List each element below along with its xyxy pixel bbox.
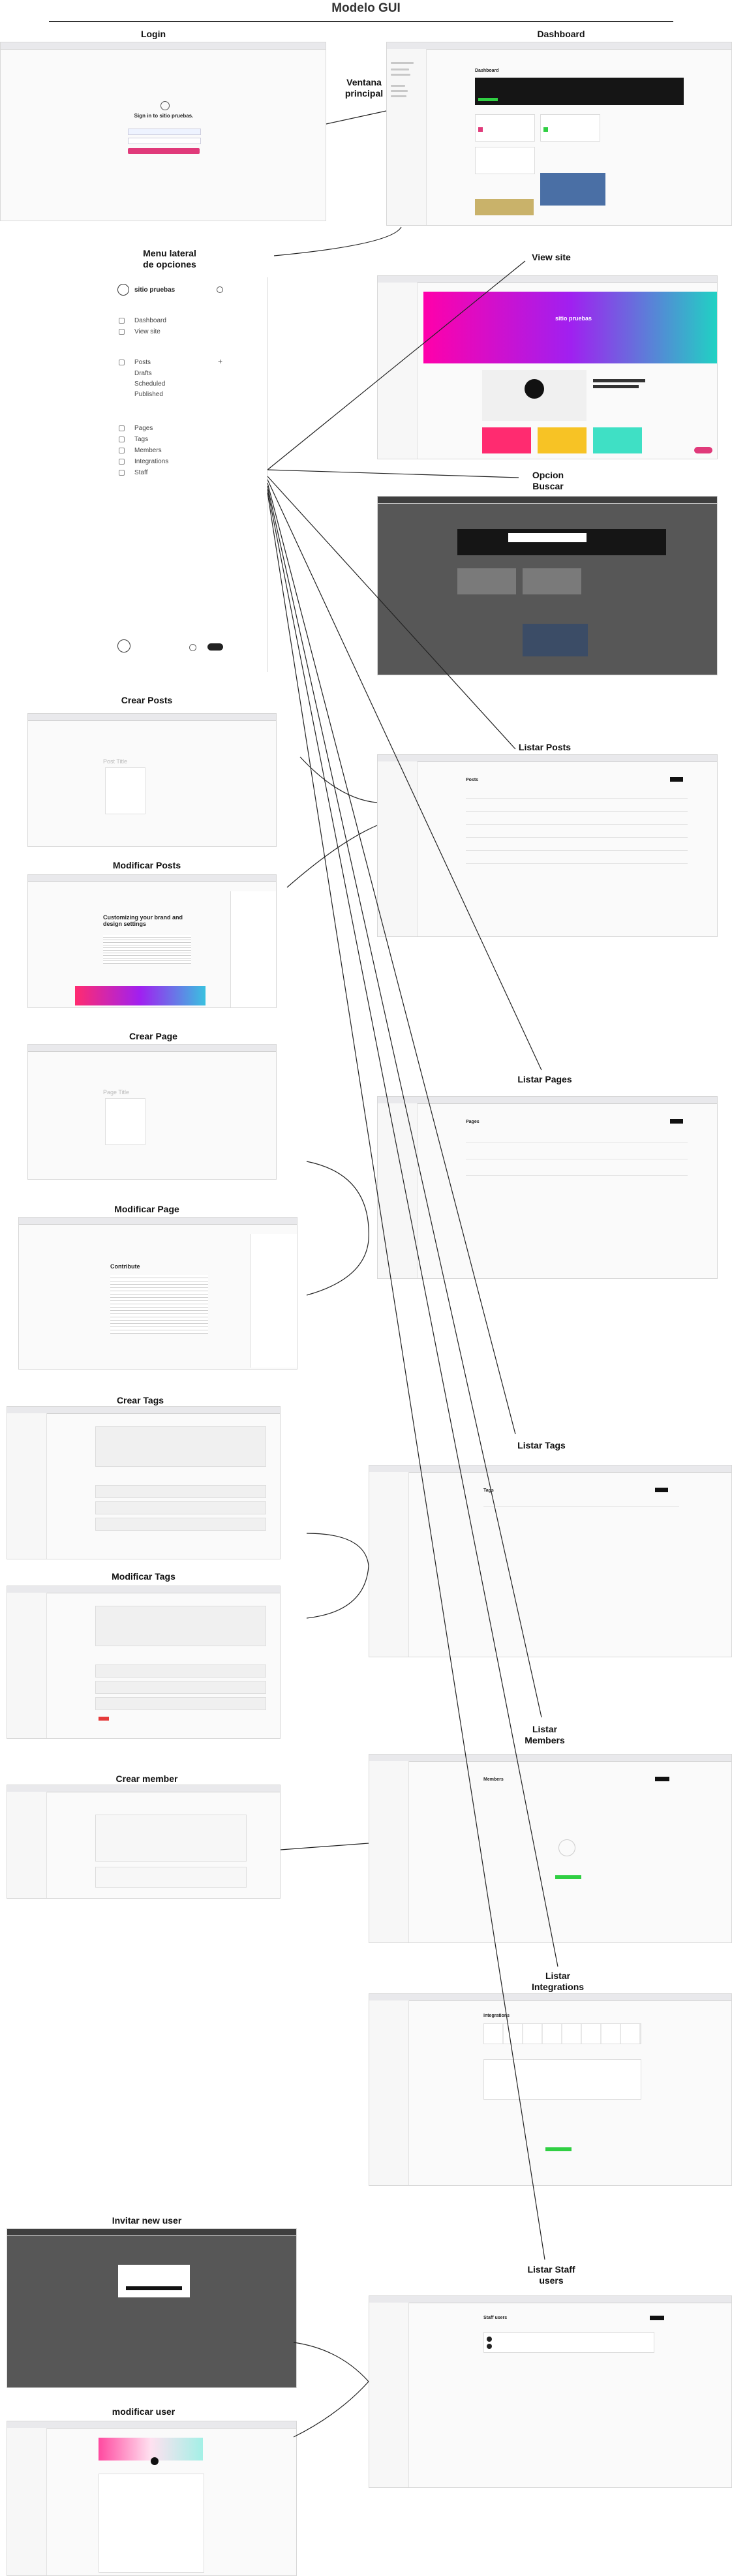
label-listar-pages: Listar Pages [517,1074,572,1084]
label-modificar-page: Modificar Page [114,1204,179,1214]
login-sign-in-button[interactable] [128,148,200,154]
listar-members-screenshot: Members [369,1754,732,1943]
login-email-field[interactable] [128,129,201,135]
label-modificar-user: modificar user [112,2406,175,2417]
arrow-tags-modificar [306,1565,369,1619]
label-listar-tags: Listar Tags [517,1440,566,1450]
menu-item-scheduled[interactable]: Scheduled [134,380,166,388]
modificar-page-screenshot: Contribute [18,1217,297,1370]
menu-item-staff[interactable]: Staff [134,469,148,476]
menu-item-tags[interactable]: Tags [134,436,149,443]
integrations-heading: Integrations [483,2014,510,2018]
invitar-user-screenshot [7,2228,297,2388]
arrow-tags-crear [306,1533,369,1567]
label-modificar-posts: Modificar Posts [112,860,181,870]
arrow-members-crear [280,1843,369,1850]
menu-item-posts[interactable]: Posts [134,359,151,366]
menu-site-name: sitio pruebas [134,286,175,294]
label-crear-tags: Crear Tags [116,1395,164,1405]
label-listar-posts: Listar Posts [518,742,572,752]
staff-icon [119,470,125,476]
label-menu-lateral: Menu lateral de opciones [143,248,196,269]
login-password-field[interactable] [128,138,201,144]
pages-icon [119,425,125,431]
dashboard-screenshot: Dashboard [386,42,732,226]
menu-item-members[interactable]: Members [134,447,162,454]
menu-item-dashboard[interactable]: Dashboard [134,317,166,324]
label-view-site: View site [532,252,571,262]
crear-member-screenshot [7,1785,281,1899]
menu-item-view-site[interactable]: View site [134,328,160,335]
user-avatar[interactable] [117,639,130,652]
search-modal-input[interactable] [508,533,587,542]
buscar-screenshot [377,496,718,675]
arrow-menu-buscar [267,469,519,478]
dashboard-heading: Dashboard [475,69,499,73]
settings-gear-icon[interactable] [189,644,196,651]
login-screenshot: Sign in to sitio pruebas. [0,42,326,221]
menu-item-pages[interactable]: Pages [134,425,153,432]
listar-tags-screenshot: Tags [369,1465,732,1657]
arrow-pages-crear [306,1161,369,1240]
menu-lateral-panel: sitio pruebas Dashboard View site Posts … [104,277,268,672]
view-site-screenshot: sitio pruebas [377,275,718,459]
label-invitar-user: Invitar new user [112,2215,182,2226]
pages-heading: Pages [466,1120,480,1124]
listar-integrations-screenshot: Integrations [369,1993,732,2186]
view-site-icon [119,329,125,335]
title-underline [49,21,673,22]
add-post-icon[interactable]: + [218,357,223,366]
arrow-dashboard-menu [273,226,402,256]
menu-item-drafts[interactable]: Drafts [134,370,152,377]
label-crear-page: Crear Page [129,1031,177,1041]
label-ventana-principal: Ventana principal [344,77,384,99]
arrow-staff-invitar [293,2342,369,2382]
label-modificar-tags: Modificar Tags [112,1571,175,1582]
arrow-pages-modificar [306,1239,369,1296]
crear-page-screenshot: Page Title [27,1044,277,1180]
menu-item-published[interactable]: Published [134,391,163,398]
posts-icon [119,360,125,365]
tags-icon [119,437,125,442]
posts-heading: Posts [466,778,479,782]
crear-posts-screenshot: Post Title [27,713,277,847]
dark-mode-toggle[interactable] [207,643,223,651]
login-heading: Sign in to sitio pruebas. [134,113,194,119]
label-login: Login [140,29,166,39]
dashboard-icon [119,318,125,324]
integrations-icon [119,459,125,465]
arrow-posts-modificar [286,825,378,888]
search-icon[interactable] [217,286,223,293]
diagram-title: Modelo GUI [331,1,401,15]
listar-pages-screenshot: Pages [377,1096,718,1279]
listar-posts-screenshot: Posts [377,754,718,937]
delete-tag-button[interactable] [99,1717,109,1721]
members-icon [119,448,125,453]
label-crear-posts: Crear Posts [121,695,173,705]
modificar-posts-screenshot: Customizing your brand and design settin… [27,874,277,1008]
members-heading: Members [483,1777,504,1782]
modificar-tags-screenshot [7,1586,281,1739]
label-dashboard: Dashboard [537,29,585,39]
arrow-staff-modificar [293,2381,369,2438]
post-title-placeholder[interactable]: Post Title [103,758,128,765]
post-editor-heading: Customizing your brand and design settin… [103,914,183,927]
modificar-user-screenshot [7,2421,297,2576]
menu-item-integrations[interactable]: Integrations [134,458,169,465]
page-editor-heading: Contribute [110,1263,140,1270]
arrow-login-dashboard [326,110,387,125]
tags-heading: Tags [483,1488,494,1493]
arrow-posts-crear [299,756,378,803]
page-title-placeholder[interactable]: Page Title [103,1089,130,1096]
label-opcion-buscar: Opcion Buscar [532,470,564,491]
label-listar-staff: Listar Staff users [527,2264,575,2286]
label-listar-members: Listar Members [525,1724,565,1745]
site-logo-icon [117,284,129,296]
label-listar-integrations: Listar Integrations [531,1970,585,1992]
crear-tags-screenshot [7,1406,281,1559]
view-site-hero-title: sitio pruebas [555,315,592,322]
staff-heading: Staff users [483,2316,508,2320]
listar-staff-screenshot: Staff users [369,2295,732,2488]
label-crear-member: Crear member [115,1773,178,1784]
